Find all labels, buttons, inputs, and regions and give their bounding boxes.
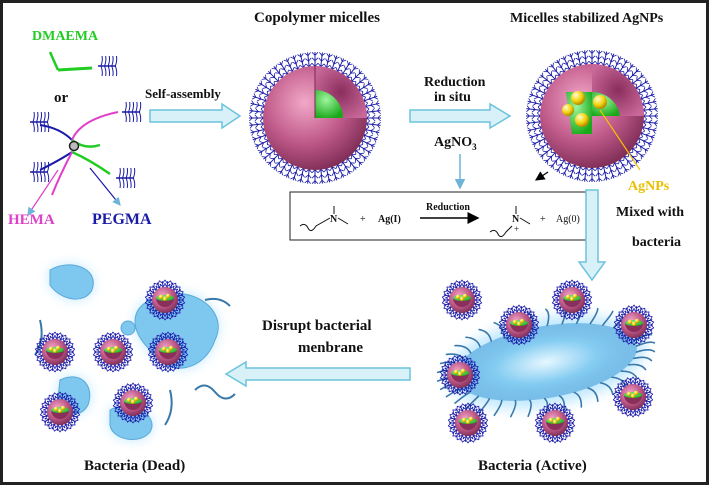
mini-agnp-micelle xyxy=(144,279,186,321)
ammonium-symbol: N xyxy=(512,214,520,225)
mini-agnp-micelle xyxy=(498,304,540,346)
active-bacteria-cluster xyxy=(436,306,656,418)
mini-micelles xyxy=(34,279,655,444)
mini-agnp-micelle xyxy=(534,402,576,444)
disrupt-membrane-arrow xyxy=(224,360,411,388)
small-black-arrow xyxy=(535,171,549,181)
mini-agnp-micelle xyxy=(551,279,593,321)
star-core-icon xyxy=(68,140,80,152)
reduction-label-line2: in situ xyxy=(434,90,471,105)
mini-agnp-micelle xyxy=(147,331,189,373)
vesicle xyxy=(120,320,136,336)
agnp-particle-icon xyxy=(575,113,589,127)
copolymer-micelle xyxy=(249,52,381,184)
reduction-arrow xyxy=(409,102,512,130)
positive-charge: + xyxy=(514,224,519,234)
agnp-micelle xyxy=(526,50,658,182)
reaction-arrow-label: Reduction xyxy=(426,202,470,213)
agnp-particle-icon xyxy=(571,91,585,105)
agnp-particle-icon xyxy=(562,104,574,116)
copolymer-micelles-title: Copolymer micelles xyxy=(254,10,380,26)
agnp-particle-icon xyxy=(593,95,607,109)
mini-agnp-micelle xyxy=(39,391,81,433)
disrupt-label-line2: menbrane xyxy=(298,340,363,356)
mini-agnp-micelle xyxy=(612,376,654,418)
hema-label: HEMA xyxy=(8,212,55,228)
amine-symbol: N xyxy=(330,214,338,225)
disrupt-label-line1: Disrupt bacterial xyxy=(262,318,372,334)
mini-agnp-micelle xyxy=(613,304,655,346)
reduction-label-line1: Reduction xyxy=(424,75,486,90)
agnps-pointer xyxy=(599,109,641,171)
reaction-box: N + Ag(I) Reduction N + + Ag(0) xyxy=(289,191,587,241)
mini-agnp-micelle xyxy=(112,382,154,424)
pegma-brush-1 xyxy=(98,55,118,77)
mini-agnp-micelle xyxy=(34,331,76,373)
silver-metal-label: Ag(0) xyxy=(556,214,580,225)
agno3-label: AgNO3 xyxy=(434,135,477,152)
mini-agnp-micelle xyxy=(92,331,134,373)
plus-sign-1: + xyxy=(360,214,366,225)
bacteria-dead-label: Bacteria (Dead) xyxy=(84,458,185,474)
mini-agnp-micelle xyxy=(441,279,483,321)
agnps-label: AgNPs xyxy=(628,179,670,194)
or-label: or xyxy=(54,90,69,106)
micelles-agnps-title: Micelles stabilized AgNPs xyxy=(510,11,664,26)
linear-copolymer-drawing xyxy=(48,51,118,77)
self-assembly-label: Self-assembly xyxy=(145,86,221,101)
star-copolymer-drawing xyxy=(27,101,142,216)
plus-sign-2: + xyxy=(540,214,546,225)
mixed-label-line1: Mixed with xyxy=(616,205,684,220)
pegma-label: PEGMA xyxy=(92,211,152,228)
silver-ion-label: Ag(I) xyxy=(378,214,401,225)
self-assembly-arrow xyxy=(149,102,242,130)
membrane-fragment xyxy=(49,264,94,300)
bacterium-active xyxy=(455,323,637,401)
bacteria-active-label: Bacteria (Active) xyxy=(478,458,587,474)
mini-agnp-micelle xyxy=(447,402,489,444)
dmaema-label: DMAEMA xyxy=(32,29,99,44)
mixed-label-line2: bacteria xyxy=(632,235,681,250)
mini-agnp-micelle xyxy=(439,354,481,396)
mixed-with-bacteria-arrow xyxy=(577,189,607,282)
